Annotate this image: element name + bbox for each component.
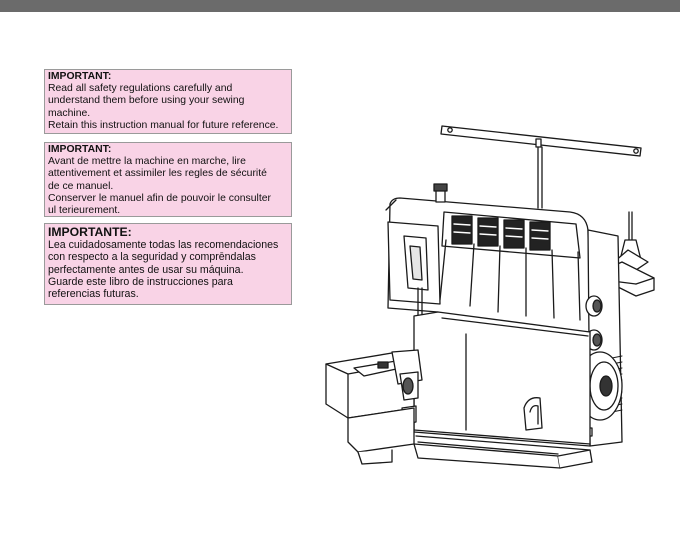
notice-french: IMPORTANT: Avant de mettre la machine en…	[44, 142, 292, 217]
notice-line: Retain this instruction manual for futur…	[48, 119, 279, 131]
notice-line: Conserver le manuel afin de pouvoir le c…	[48, 192, 271, 204]
notice-spanish: IMPORTANTE: Lea cuidadosamente todas las…	[44, 223, 292, 305]
notice-line: de ce manuel.	[48, 180, 114, 192]
notice-english: IMPORTANT: Read all safety regulations c…	[44, 69, 292, 134]
serger-machine-illustration	[318, 112, 666, 480]
top-bar	[0, 0, 680, 12]
notice-line: referencias futuras.	[48, 288, 139, 301]
notice-line: ul terieurement.	[48, 205, 121, 217]
notice-heading: IMPORTANT:	[48, 71, 112, 82]
notice-line: attentivement et assimiler les regles de…	[48, 168, 267, 180]
notice-line: con respecto a la seguridad y comprēndal…	[48, 251, 256, 264]
notice-line: Avant de mettre la machine en marche, li…	[48, 156, 246, 168]
notice-line: Guarde este libro de instrucciones para	[48, 275, 233, 288]
notice-heading: IMPORTANTE:	[48, 225, 132, 239]
notice-line: machine.	[48, 107, 91, 119]
notice-line: understand them before using your sewing	[48, 95, 245, 107]
notice-line: perfectamente antes de usar su máquina.	[48, 263, 244, 276]
notice-line: Read all safety regulations carefully an…	[48, 83, 233, 95]
serger-machine-icon	[325, 125, 655, 469]
notice-line: Lea cuidadosamente todas las recomendaci…	[48, 239, 279, 251]
notice-heading: IMPORTANT:	[48, 144, 112, 155]
